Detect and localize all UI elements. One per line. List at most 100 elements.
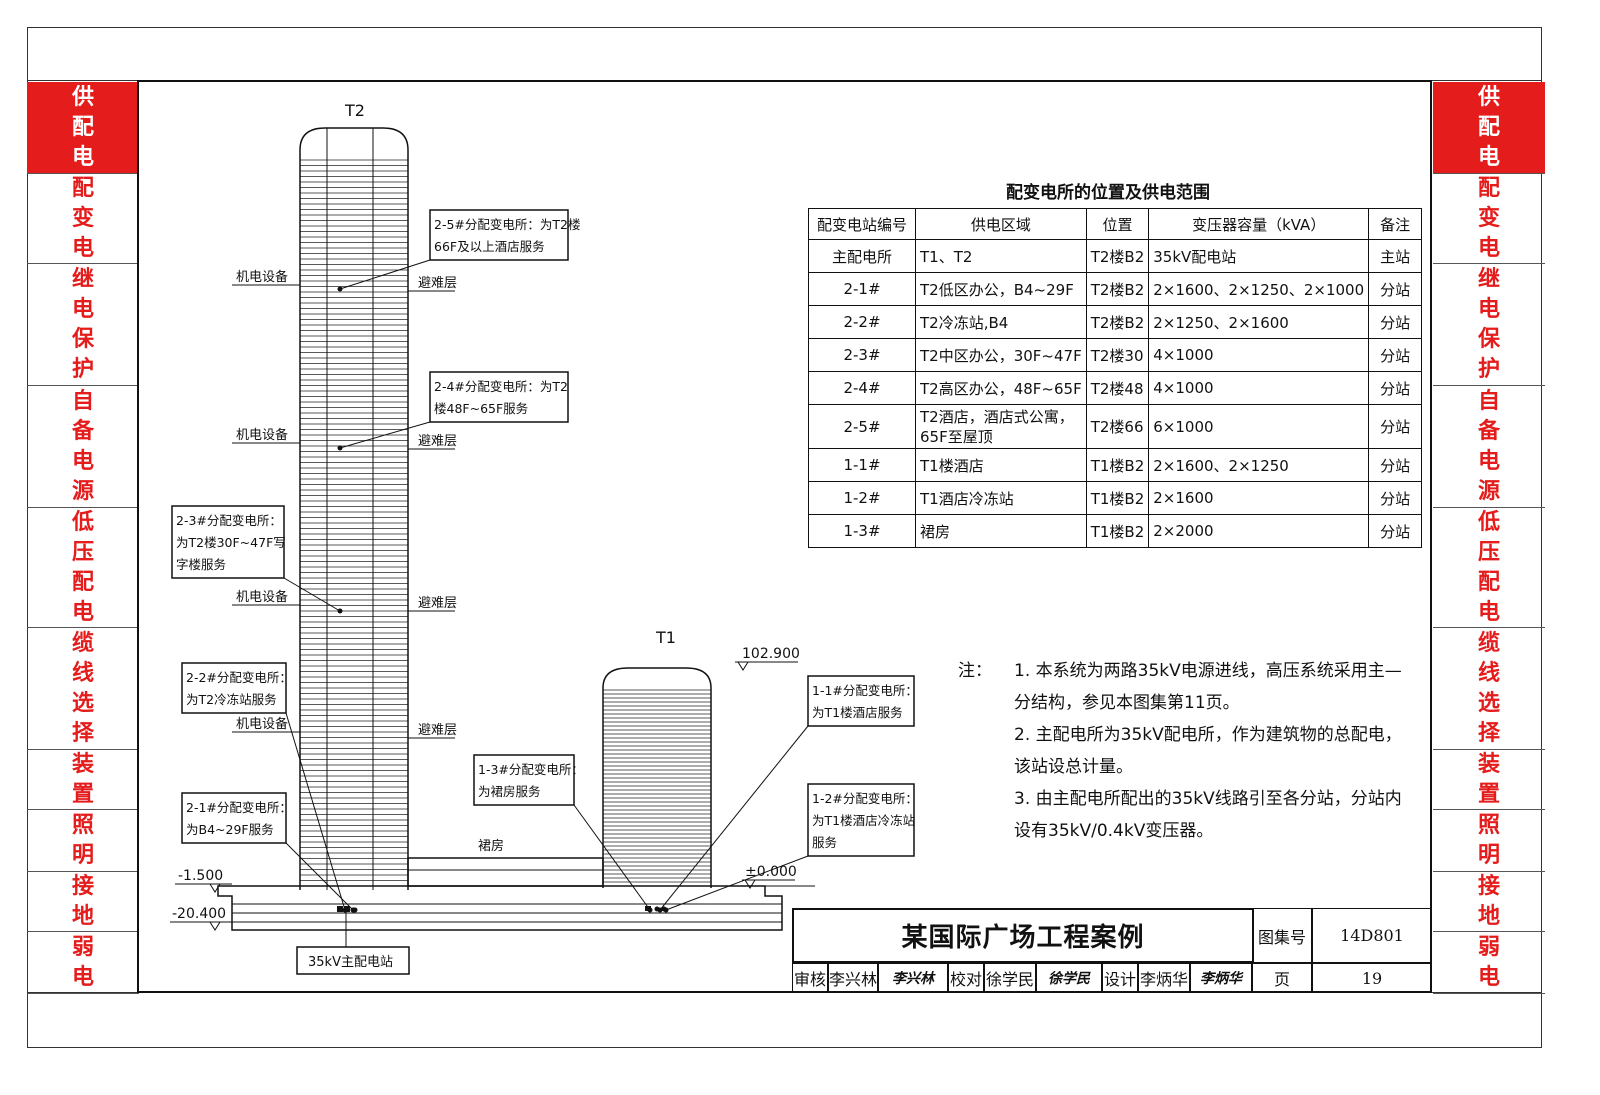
sidebar-item-5[interactable]: 缆线选择 bbox=[27, 628, 139, 750]
cell-id: 2-1# bbox=[808, 272, 916, 306]
review-name: 李兴林 bbox=[828, 963, 878, 993]
cell-capacity: 35kV配电站 bbox=[1148, 239, 1370, 273]
sidebar-item-8[interactable]: 接地 bbox=[1433, 872, 1545, 932]
cell-location: T2楼B2 bbox=[1085, 239, 1150, 273]
sidebar-item-6[interactable]: 装置 bbox=[27, 750, 139, 810]
refuge-floor-label: 避难层 bbox=[418, 434, 457, 449]
refuge-floor-label: 避难层 bbox=[418, 276, 457, 291]
cell-note: 分站 bbox=[1368, 514, 1423, 548]
page-number: 19 bbox=[1312, 963, 1432, 993]
callout-dot bbox=[337, 286, 343, 292]
note-3: 3. 由主配电所配出的35kV线路引至各分站，分站内设有35kV/0.4kV变压… bbox=[1014, 789, 1402, 841]
sidebar-item-4[interactable]: 低压配电 bbox=[27, 508, 139, 628]
table-title: 配变电所的位置及供电范围 bbox=[1006, 183, 1210, 203]
right-category-sidebar: 供配电配变电继电保护自备电源低压配电缆线选择装置照明接地弱电 bbox=[1433, 82, 1545, 994]
sidebar-item-4[interactable]: 低压配电 bbox=[1433, 508, 1545, 628]
cell-capacity: 2×1250、2×1600 bbox=[1148, 305, 1370, 339]
t2-tower-outline bbox=[299, 127, 409, 890]
sidebar-item-label: 缆线选择 bbox=[71, 630, 94, 746]
sidebar-item-label: 自备电源 bbox=[1477, 388, 1500, 504]
sidebar-item-1[interactable]: 配变电 bbox=[1433, 174, 1545, 264]
callout-text: 为T2楼30F~47F写 bbox=[176, 535, 286, 550]
cell-id: 1-2# bbox=[808, 481, 916, 515]
atlas-label: 图集号 bbox=[1252, 908, 1312, 963]
refuge-floor-label: 避难层 bbox=[418, 723, 457, 738]
note-2: 2. 主配电所为35kV配电所，作为建筑物的总配电，该站设总计量。 bbox=[1014, 725, 1402, 777]
title-block: 某国际广场工程案例 图集号 14D801 审核 李兴林 李兴林 校对 徐学民 徐… bbox=[792, 908, 1432, 993]
cell-location: T2楼B2 bbox=[1085, 272, 1150, 306]
t1-tower-floors bbox=[603, 689, 711, 883]
cell-note: 分站 bbox=[1368, 481, 1423, 515]
sidebar-item-0[interactable]: 供配电 bbox=[27, 82, 139, 174]
sidebar-item-0[interactable]: 供配电 bbox=[1433, 82, 1545, 174]
mech-equipment-label: 机电设备 bbox=[236, 427, 288, 443]
sidebar-item-9[interactable]: 弱电 bbox=[1433, 932, 1545, 994]
sidebar-item-label: 接地 bbox=[1477, 873, 1500, 929]
drawing-sheet bbox=[137, 80, 1432, 993]
cell-id: 2-2# bbox=[808, 305, 916, 339]
left-category-sidebar: 供配电配变电继电保护自备电源低压配电缆线选择装置照明接地弱电 bbox=[27, 82, 139, 994]
sidebar-item-8[interactable]: 接地 bbox=[27, 872, 139, 932]
cell-area: T1酒店冷冻站 bbox=[915, 481, 1087, 515]
callout-leader bbox=[285, 842, 354, 911]
cell-location: T2楼30 bbox=[1085, 338, 1150, 372]
callout-text: 2-4#分配变电所：为T2 bbox=[434, 379, 568, 394]
podium-outline bbox=[407, 857, 604, 887]
elevation-markers bbox=[170, 661, 798, 931]
sidebar-item-label: 配变电 bbox=[71, 175, 94, 261]
callout-box-c12 bbox=[807, 783, 915, 857]
sidebar-item-7[interactable]: 照明 bbox=[1433, 810, 1545, 872]
callout-leader bbox=[339, 259, 431, 290]
cell-area: T1楼酒店 bbox=[915, 448, 1087, 482]
mech-equipment-label: 机电设备 bbox=[236, 589, 288, 605]
sidebar-item-label: 低压配电 bbox=[1477, 509, 1500, 625]
refuge-floor-label: 避难层 bbox=[418, 596, 457, 611]
callout-text: 2-3#分配变电所： bbox=[176, 513, 282, 528]
sidebar-item-label: 自备电源 bbox=[71, 388, 94, 504]
callout-dot bbox=[337, 445, 343, 451]
callout-leader bbox=[573, 804, 651, 911]
t2-label: T2 bbox=[344, 101, 365, 120]
design-name: 李炳华 bbox=[1138, 963, 1190, 993]
sidebar-item-1[interactable]: 配变电 bbox=[27, 174, 139, 264]
callout-box-c11 bbox=[807, 675, 915, 727]
cell-note: 分站 bbox=[1368, 371, 1423, 405]
sidebar-item-2[interactable]: 继电保护 bbox=[1433, 264, 1545, 386]
cell-id: 2-4# bbox=[808, 371, 916, 405]
sidebar-item-6[interactable]: 装置 bbox=[1433, 750, 1545, 810]
elevation-minus1500: -1.500 bbox=[178, 868, 223, 884]
cell-capacity: 4×1000 bbox=[1148, 338, 1370, 372]
sidebar-item-3[interactable]: 自备电源 bbox=[1433, 386, 1545, 508]
table-header-row: 配变电站编号 供电区域 位置 变压器容量（kVA） 备注 bbox=[808, 208, 1423, 240]
callout-text: 2-5#分配变电所：为T2楼 bbox=[434, 217, 580, 232]
atlas-number: 14D801 bbox=[1312, 908, 1432, 963]
cell-location: T2楼66 bbox=[1085, 404, 1150, 449]
callout-text: 为T1楼酒店冷冻站 bbox=[812, 813, 915, 828]
cell-capacity: 2×2000 bbox=[1148, 514, 1370, 548]
sidebar-item-5[interactable]: 缆线选择 bbox=[1433, 628, 1545, 750]
sidebar-item-2[interactable]: 继电保护 bbox=[27, 264, 139, 386]
t1-tower-outline bbox=[602, 667, 712, 888]
cell-location: T1楼B2 bbox=[1085, 514, 1150, 548]
sidebar-item-label: 装置 bbox=[71, 751, 94, 807]
cell-area: T1、T2 bbox=[915, 239, 1087, 273]
main-substation-box bbox=[296, 946, 410, 975]
callout-text: 2-1#分配变电所： bbox=[186, 800, 292, 815]
callout-text: 2-2#分配变电所： bbox=[186, 670, 292, 685]
callout-box-c13 bbox=[473, 754, 575, 806]
sidebar-item-7[interactable]: 照明 bbox=[27, 810, 139, 872]
sidebar-item-3[interactable]: 自备电源 bbox=[27, 386, 139, 508]
cell-capacity: 2×1600、2×1250 bbox=[1148, 448, 1370, 482]
sidebar-item-9[interactable]: 弱电 bbox=[27, 932, 139, 994]
callout-text: 为B4~29F服务 bbox=[186, 822, 274, 837]
cell-area: T2高区办公，48F~65F bbox=[915, 371, 1087, 405]
check-signature: 徐学民 bbox=[1036, 963, 1102, 993]
sidebar-item-label: 继电保护 bbox=[71, 266, 94, 382]
design-signature: 李炳华 bbox=[1190, 963, 1252, 993]
